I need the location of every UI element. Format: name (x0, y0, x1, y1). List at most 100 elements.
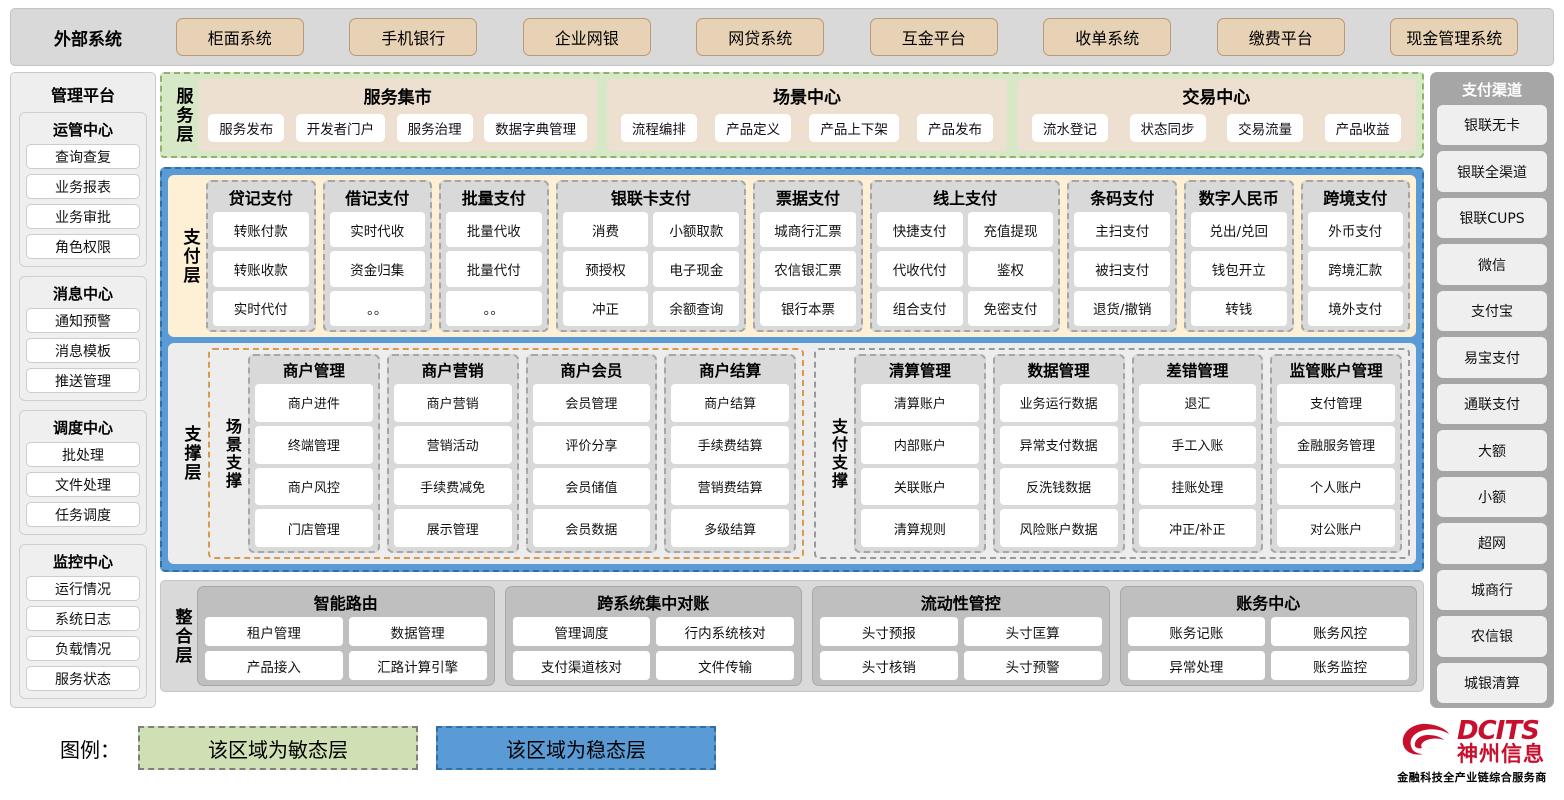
external-system-chip[interactable]: 柜面系统 (175, 18, 304, 56)
management-item[interactable]: 负载情况 (26, 636, 140, 661)
service-chip[interactable]: 产品发布 (917, 114, 994, 142)
support-cell[interactable]: 挂账处理 (1138, 467, 1257, 506)
support-cell[interactable]: 商户进件 (255, 384, 373, 422)
support-cell[interactable]: 清算账户 (861, 384, 979, 422)
support-cell[interactable]: 内部账户 (861, 425, 979, 464)
service-chip[interactable]: 状态同步 (1129, 114, 1206, 142)
payment-cell[interactable]: 被扫支付 (1074, 251, 1170, 287)
management-item[interactable]: 查询查复 (26, 144, 140, 169)
integration-cell[interactable]: 行内系统核对 (656, 617, 794, 646)
service-chip[interactable]: 流程编排 (620, 114, 697, 142)
payment-cell[interactable]: 农信银汇票 (760, 251, 856, 287)
payment-channel-item[interactable]: 通联支付 (1437, 383, 1547, 425)
payment-cell[interactable]: 批量代付 (446, 251, 542, 287)
payment-cell[interactable]: 免密支付 (967, 290, 1054, 326)
payment-channel-item[interactable]: 农信银 (1437, 616, 1547, 657)
integration-cell[interactable]: 租户管理 (205, 617, 343, 646)
external-system-chip[interactable]: 互金平台 (869, 18, 998, 56)
payment-cell[interactable]: 代收代付 (876, 251, 963, 287)
integration-cell[interactable]: 账务监控 (1271, 651, 1409, 680)
support-cell[interactable]: 退汇 (1138, 384, 1257, 422)
payment-cell[interactable]: 组合支付 (876, 290, 963, 326)
payment-channel-item[interactable]: 支付宝 (1437, 290, 1547, 332)
payment-channel-item[interactable]: 易宝支付 (1437, 337, 1547, 378)
support-cell[interactable]: 金融服务管理 (1277, 425, 1395, 464)
payment-channel-item[interactable]: 银联全渠道 (1437, 151, 1547, 192)
management-item[interactable]: 文件处理 (26, 472, 140, 497)
support-cell[interactable]: 会员数据 (532, 509, 651, 547)
support-cell[interactable]: 商户风控 (255, 467, 373, 506)
support-cell[interactable]: 个人账户 (1277, 467, 1395, 506)
service-chip[interactable]: 产品定义 (715, 114, 792, 142)
management-item[interactable]: 运行情况 (26, 576, 140, 601)
support-cell[interactable]: 营销活动 (393, 425, 512, 464)
support-cell[interactable]: 门店管理 (255, 509, 373, 547)
payment-cell[interactable]: 鉴权 (967, 251, 1054, 287)
payment-cell[interactable]: 实时代收 (329, 212, 426, 248)
payment-cell[interactable]: 。。 (446, 290, 542, 326)
payment-cell[interactable]: 实时代付 (213, 290, 309, 326)
support-cell[interactable]: 手工入账 (1138, 425, 1257, 464)
support-cell[interactable]: 风险账户数据 (999, 509, 1118, 547)
payment-channel-item[interactable]: 银联无卡 (1437, 105, 1547, 146)
service-chip[interactable]: 交易流量 (1227, 114, 1304, 142)
payment-cell[interactable]: 余额查询 (653, 290, 740, 326)
management-item[interactable]: 系统日志 (26, 606, 140, 631)
payment-channel-item[interactable]: 城银清算 (1437, 662, 1547, 704)
support-cell[interactable]: 对公账户 (1277, 509, 1395, 547)
service-chip[interactable]: 数据字典管理 (484, 114, 588, 142)
integration-cell[interactable]: 管理调度 (512, 617, 651, 646)
support-cell[interactable]: 清算规则 (861, 509, 979, 547)
support-cell[interactable]: 多级结算 (671, 509, 789, 547)
support-cell[interactable]: 会员管理 (532, 384, 651, 422)
integration-cell[interactable]: 文件传输 (656, 651, 794, 680)
management-item[interactable]: 消息模板 (26, 338, 140, 363)
support-cell[interactable]: 展示管理 (393, 509, 512, 547)
service-chip[interactable]: 服务发布 (208, 114, 285, 142)
payment-cell[interactable]: 冲正 (562, 290, 649, 326)
external-system-chip[interactable]: 收单系统 (1043, 18, 1172, 56)
payment-cell[interactable]: 外币支付 (1307, 212, 1404, 248)
support-cell[interactable]: 手续费减免 (393, 467, 512, 506)
payment-channel-item[interactable]: 小额 (1437, 476, 1547, 518)
integration-cell[interactable]: 产品接入 (205, 651, 343, 680)
payment-cell[interactable]: 预授权 (562, 251, 649, 287)
management-item[interactable]: 任务调度 (26, 502, 140, 527)
payment-channel-item[interactable]: 微信 (1437, 244, 1547, 285)
management-item[interactable]: 角色权限 (26, 234, 140, 259)
payment-cell[interactable]: 跨境汇款 (1307, 251, 1404, 287)
payment-cell[interactable]: 兑出/兑回 (1190, 212, 1287, 248)
payment-cell[interactable]: 消费 (562, 212, 649, 248)
support-cell[interactable]: 冲正/补正 (1138, 509, 1257, 547)
service-chip[interactable]: 流水登记 (1031, 114, 1108, 142)
support-cell[interactable]: 会员储值 (532, 467, 651, 506)
support-cell[interactable]: 营销费结算 (671, 467, 789, 506)
service-chip[interactable]: 服务治理 (396, 114, 473, 142)
support-cell[interactable]: 异常支付数据 (999, 425, 1118, 464)
external-system-chip[interactable]: 网贷系统 (696, 18, 825, 56)
management-item[interactable]: 业务审批 (26, 204, 140, 229)
payment-cell[interactable]: 充值提现 (967, 212, 1054, 248)
integration-cell[interactable]: 头寸匡算 (963, 617, 1102, 646)
support-cell[interactable]: 反洗钱数据 (999, 467, 1118, 506)
support-cell[interactable]: 支付管理 (1277, 384, 1395, 422)
integration-cell[interactable]: 支付渠道核对 (512, 651, 651, 680)
payment-cell[interactable]: 境外支付 (1307, 290, 1404, 326)
external-system-chip[interactable]: 手机银行 (349, 18, 478, 56)
integration-cell[interactable]: 汇路计算引擎 (348, 651, 487, 680)
management-item[interactable]: 推送管理 (26, 368, 140, 393)
service-chip[interactable]: 开发者门户 (295, 114, 386, 142)
support-cell[interactable]: 商户结算 (671, 384, 789, 422)
payment-cell[interactable]: 转钱 (1190, 290, 1287, 326)
integration-cell[interactable]: 头寸预报 (820, 617, 958, 646)
payment-cell[interactable]: 城商行汇票 (760, 212, 856, 248)
management-item[interactable]: 服务状态 (26, 666, 140, 691)
management-item[interactable]: 业务报表 (26, 174, 140, 199)
payment-cell[interactable]: 主扫支付 (1074, 212, 1170, 248)
integration-cell[interactable]: 异常处理 (1127, 651, 1266, 680)
integration-cell[interactable]: 数据管理 (348, 617, 487, 646)
payment-cell[interactable]: 。。 (329, 290, 426, 326)
service-chip[interactable]: 产品上下架 (809, 114, 899, 142)
external-system-chip[interactable]: 缴费平台 (1216, 18, 1345, 56)
payment-cell[interactable]: 快捷支付 (876, 212, 963, 248)
